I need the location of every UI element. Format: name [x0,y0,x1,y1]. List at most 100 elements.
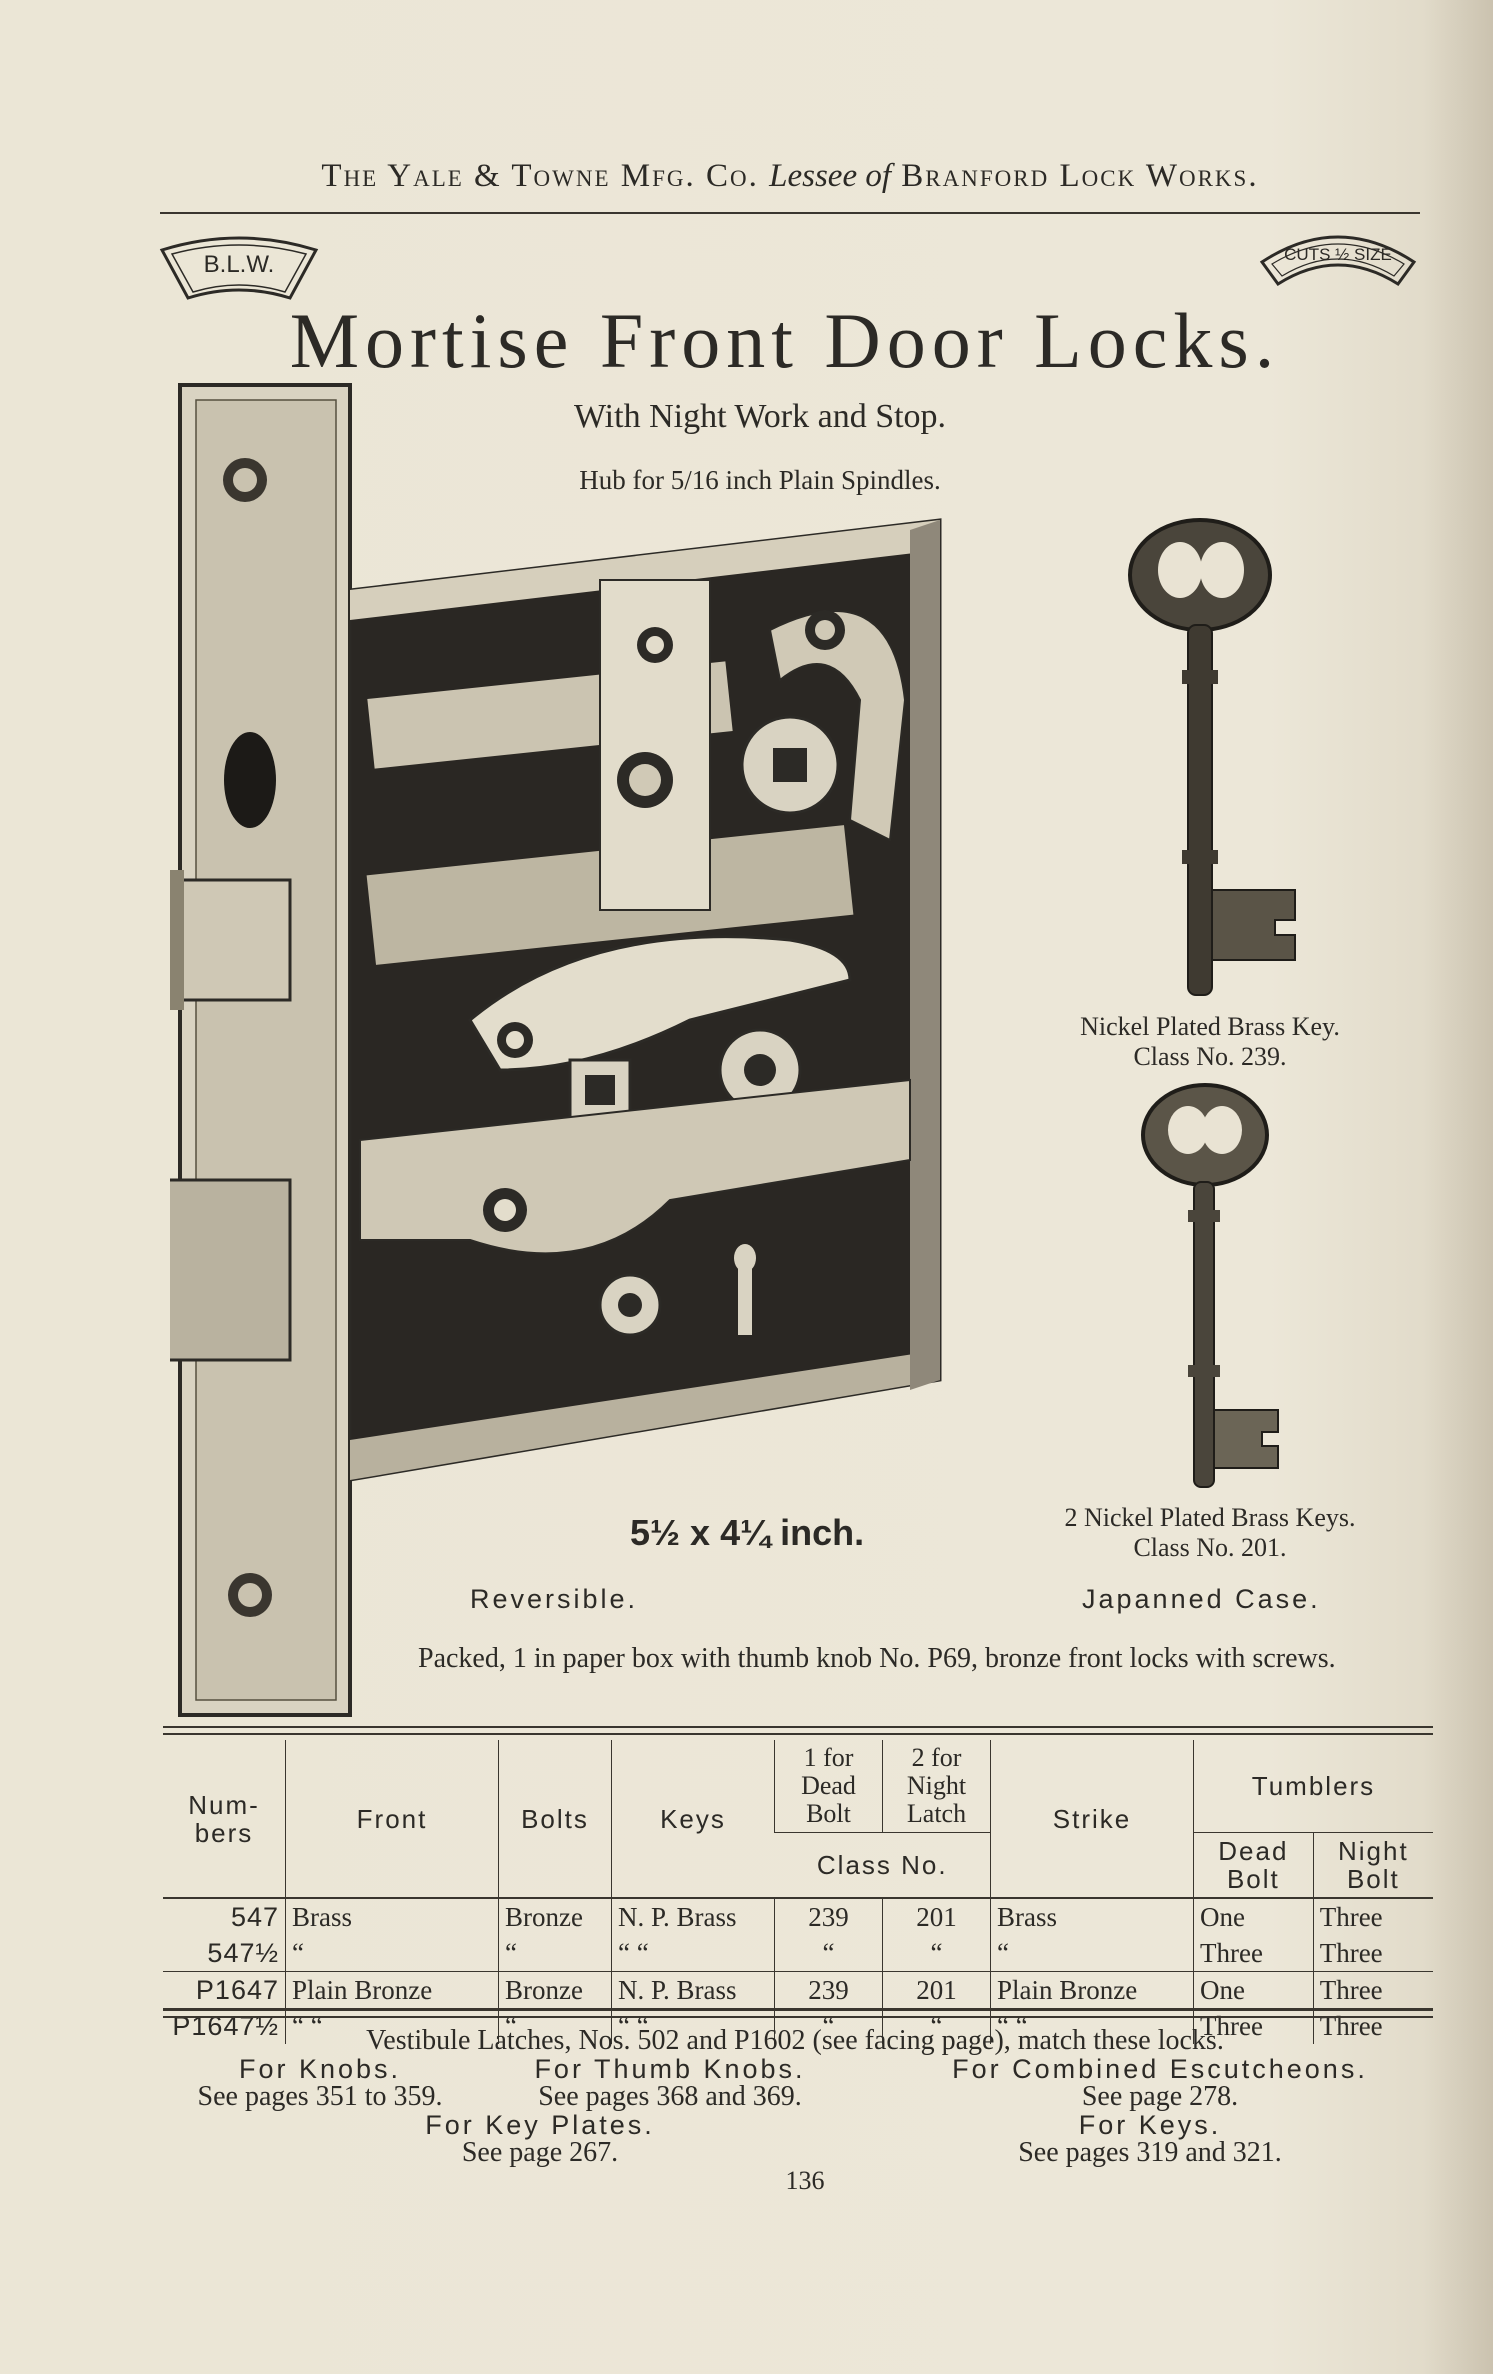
cell-tumbler-dead: Three [1193,1935,1314,1972]
col-dead-key: 1 for Dead Bolt [774,1740,883,1833]
table-row: 547½ “ “ “ “ “ “ “ Three Three [163,1935,1433,1972]
col-strike: Strike [990,1740,1194,1898]
cell-night: 201 [882,1971,991,2008]
skeleton-key-239-icon [1128,518,1296,996]
reversible-note: Reversible. [470,1584,639,1614]
cell-strike: Brass [990,1897,1194,1935]
blw-badge: B.L.W. [158,232,320,302]
cell-num: P1647 [163,1971,286,2008]
cell-tumbler-dead: One [1193,1971,1314,2008]
page-title: Mortise Front Door Locks. [289,297,1281,384]
cell-night: 201 [882,1897,991,1935]
cell-strike: “ [990,1935,1194,1972]
cell-bolts: Bronze [498,1897,612,1935]
cell-front: Plain Bronze [285,1971,499,2008]
spec-table: Num-bers Front Bolts Keys 1 for Dead Bol… [163,1740,1433,2044]
cell-tumbler-dead: Three [1193,2008,1314,2044]
table-bottom-rule-2 [163,2016,1433,2018]
key-239-line1: Nickel Plated Brass Key. [1080,1012,1340,1041]
header-lessee: Lessee of [769,158,892,194]
cuts-half-size-badge: CUTS ½ SIZE [1258,222,1418,292]
cell-keys: “ “ [611,1935,775,1972]
col-class-no: Class No. [774,1832,991,1898]
cell-keys: N. P. Brass [611,1971,775,2008]
key-201-caption: 2 Nickel Plated Brass Keys. Class No. 20… [990,1503,1430,1563]
cell-keys: “ “ [611,2008,775,2044]
blw-badge-shape [159,236,319,300]
header-company: The Yale & Towne Mfg. Co. [321,158,759,194]
cell-tumbler-night: Three [1312,1897,1433,1935]
cell-front: “ [285,1935,499,1972]
key-plates-pages: See page 267. [461,2137,619,2168]
key-201-line1: 2 Nickel Plated Brass Keys. [1064,1503,1356,1532]
cuts-badge-shape [1259,235,1417,287]
col-tumbler-dead: Dead Bolt [1193,1832,1314,1898]
escutcheons-pages: See page 278. [1081,2081,1239,2112]
thumb-knobs-pages: See pages 368 and 369. [538,2081,802,2112]
key-239-line2: Class No. 239. [1133,1042,1287,1071]
cell-dead: 239 [774,1971,883,2008]
col-numbers: Num-bers [188,1789,260,1848]
table-row: 547 Brass Bronze N. P. Brass 239 201 Bra… [163,1897,1433,1935]
table-row: P1647 Plain Bronze Bronze N. P. Brass 23… [163,1971,1433,2008]
col-keys: Keys [611,1740,775,1898]
vestibule-note: Vestibule Latches, Nos. 502 and P1602 (s… [366,2025,1224,2056]
case-note: Japanned Case. [1082,1584,1321,1614]
keys-reference: For Keys. See pages 319 and 321. [960,2111,1340,2167]
key-201-line2: Class No. 201. [1133,1533,1287,1562]
knobs-heading: For Knobs. [238,2054,402,2084]
cell-num: 547 [163,1897,286,1935]
key-plates-reference: For Key Plates. See page 267. [370,2111,710,2167]
page-subtitle: With Night Work and Stop. [573,398,947,435]
cell-tumbler-dead: One [1193,1897,1314,1935]
escutcheons-heading: For Combined Escutcheons. [952,2054,1368,2084]
page-spine-shadow [1423,0,1493,2374]
cell-night: “ [882,1935,991,1972]
table-header-row: Num-bers Front Bolts Keys 1 for Dead Bol… [163,1740,1433,1898]
cell-bolts: “ [498,2008,612,2044]
keys-heading: For Keys. [1078,2110,1222,2140]
key-239-caption: Nickel Plated Brass Key. Class No. 239. [1010,1012,1410,1072]
thumb-knobs-reference: For Thumb Knobs. See pages 368 and 369. [490,2055,850,2111]
cell-dead: 239 [774,1897,883,1935]
keys-pages: See pages 319 and 321. [1018,2137,1282,2168]
col-front: Front [285,1740,499,1898]
table-top-rule-2 [163,1733,1433,1735]
cell-front: Brass [285,1897,499,1935]
hub-note: Hub for 5/16 inch Plain Spindles. [579,465,941,495]
header-rule [160,212,1420,214]
table-subheader-row: Class No. Dead Bolt Night Bolt [163,1832,1433,1898]
table-top-rule-1 [163,1726,1433,1728]
header-works: Branford Lock Works. [901,158,1259,194]
cell-keys: N. P. Brass [611,1897,775,1935]
cell-dead: “ [774,1935,883,1972]
lock-dimensions: 5½ x 4¼ inch. [630,1512,865,1553]
blw-badge-text: B.L.W. [203,251,275,278]
knobs-reference: For Knobs. See pages 351 to 359. [160,2055,480,2111]
cell-dead: “ [774,2008,883,2044]
cuts-badge-text: CUTS ½ SIZE [1284,245,1392,264]
mortise-lock-icon [170,383,942,1717]
table-bottom-rule-1 [163,2008,1433,2011]
col-tumblers: Tumblers [1193,1740,1433,1833]
escutcheons-reference: For Combined Escutcheons. See page 278. [920,2055,1400,2111]
col-bolts: Bolts [498,1740,612,1898]
cell-tumbler-night: Three [1312,1971,1433,2008]
page-header: The Yale & Towne Mfg. Co. Lessee of Bran… [160,158,1420,195]
packing-note: Packed, 1 in paper box with thumb knob N… [418,1643,1336,1674]
cell-night: “ [882,2008,991,2044]
key-plates-heading: For Key Plates. [425,2110,655,2140]
cell-bolts: “ [498,1935,612,1972]
cell-tumbler-night: Three [1312,1935,1433,1972]
skeleton-key-201-icon [1141,1083,1279,1488]
cell-num: 547½ [207,1938,279,1968]
page-number: 136 [785,2166,825,2195]
col-tumbler-night: Night Bolt [1312,1832,1433,1898]
cell-bolts: Bronze [498,1971,612,2008]
knobs-pages: See pages 351 to 359. [197,2081,443,2112]
thumb-knobs-heading: For Thumb Knobs. [534,2054,806,2084]
cell-strike: “ “ [990,2008,1194,2044]
cell-strike: Plain Bronze [990,1971,1194,2008]
col-night-key: 2 for Night Latch [882,1740,991,1833]
